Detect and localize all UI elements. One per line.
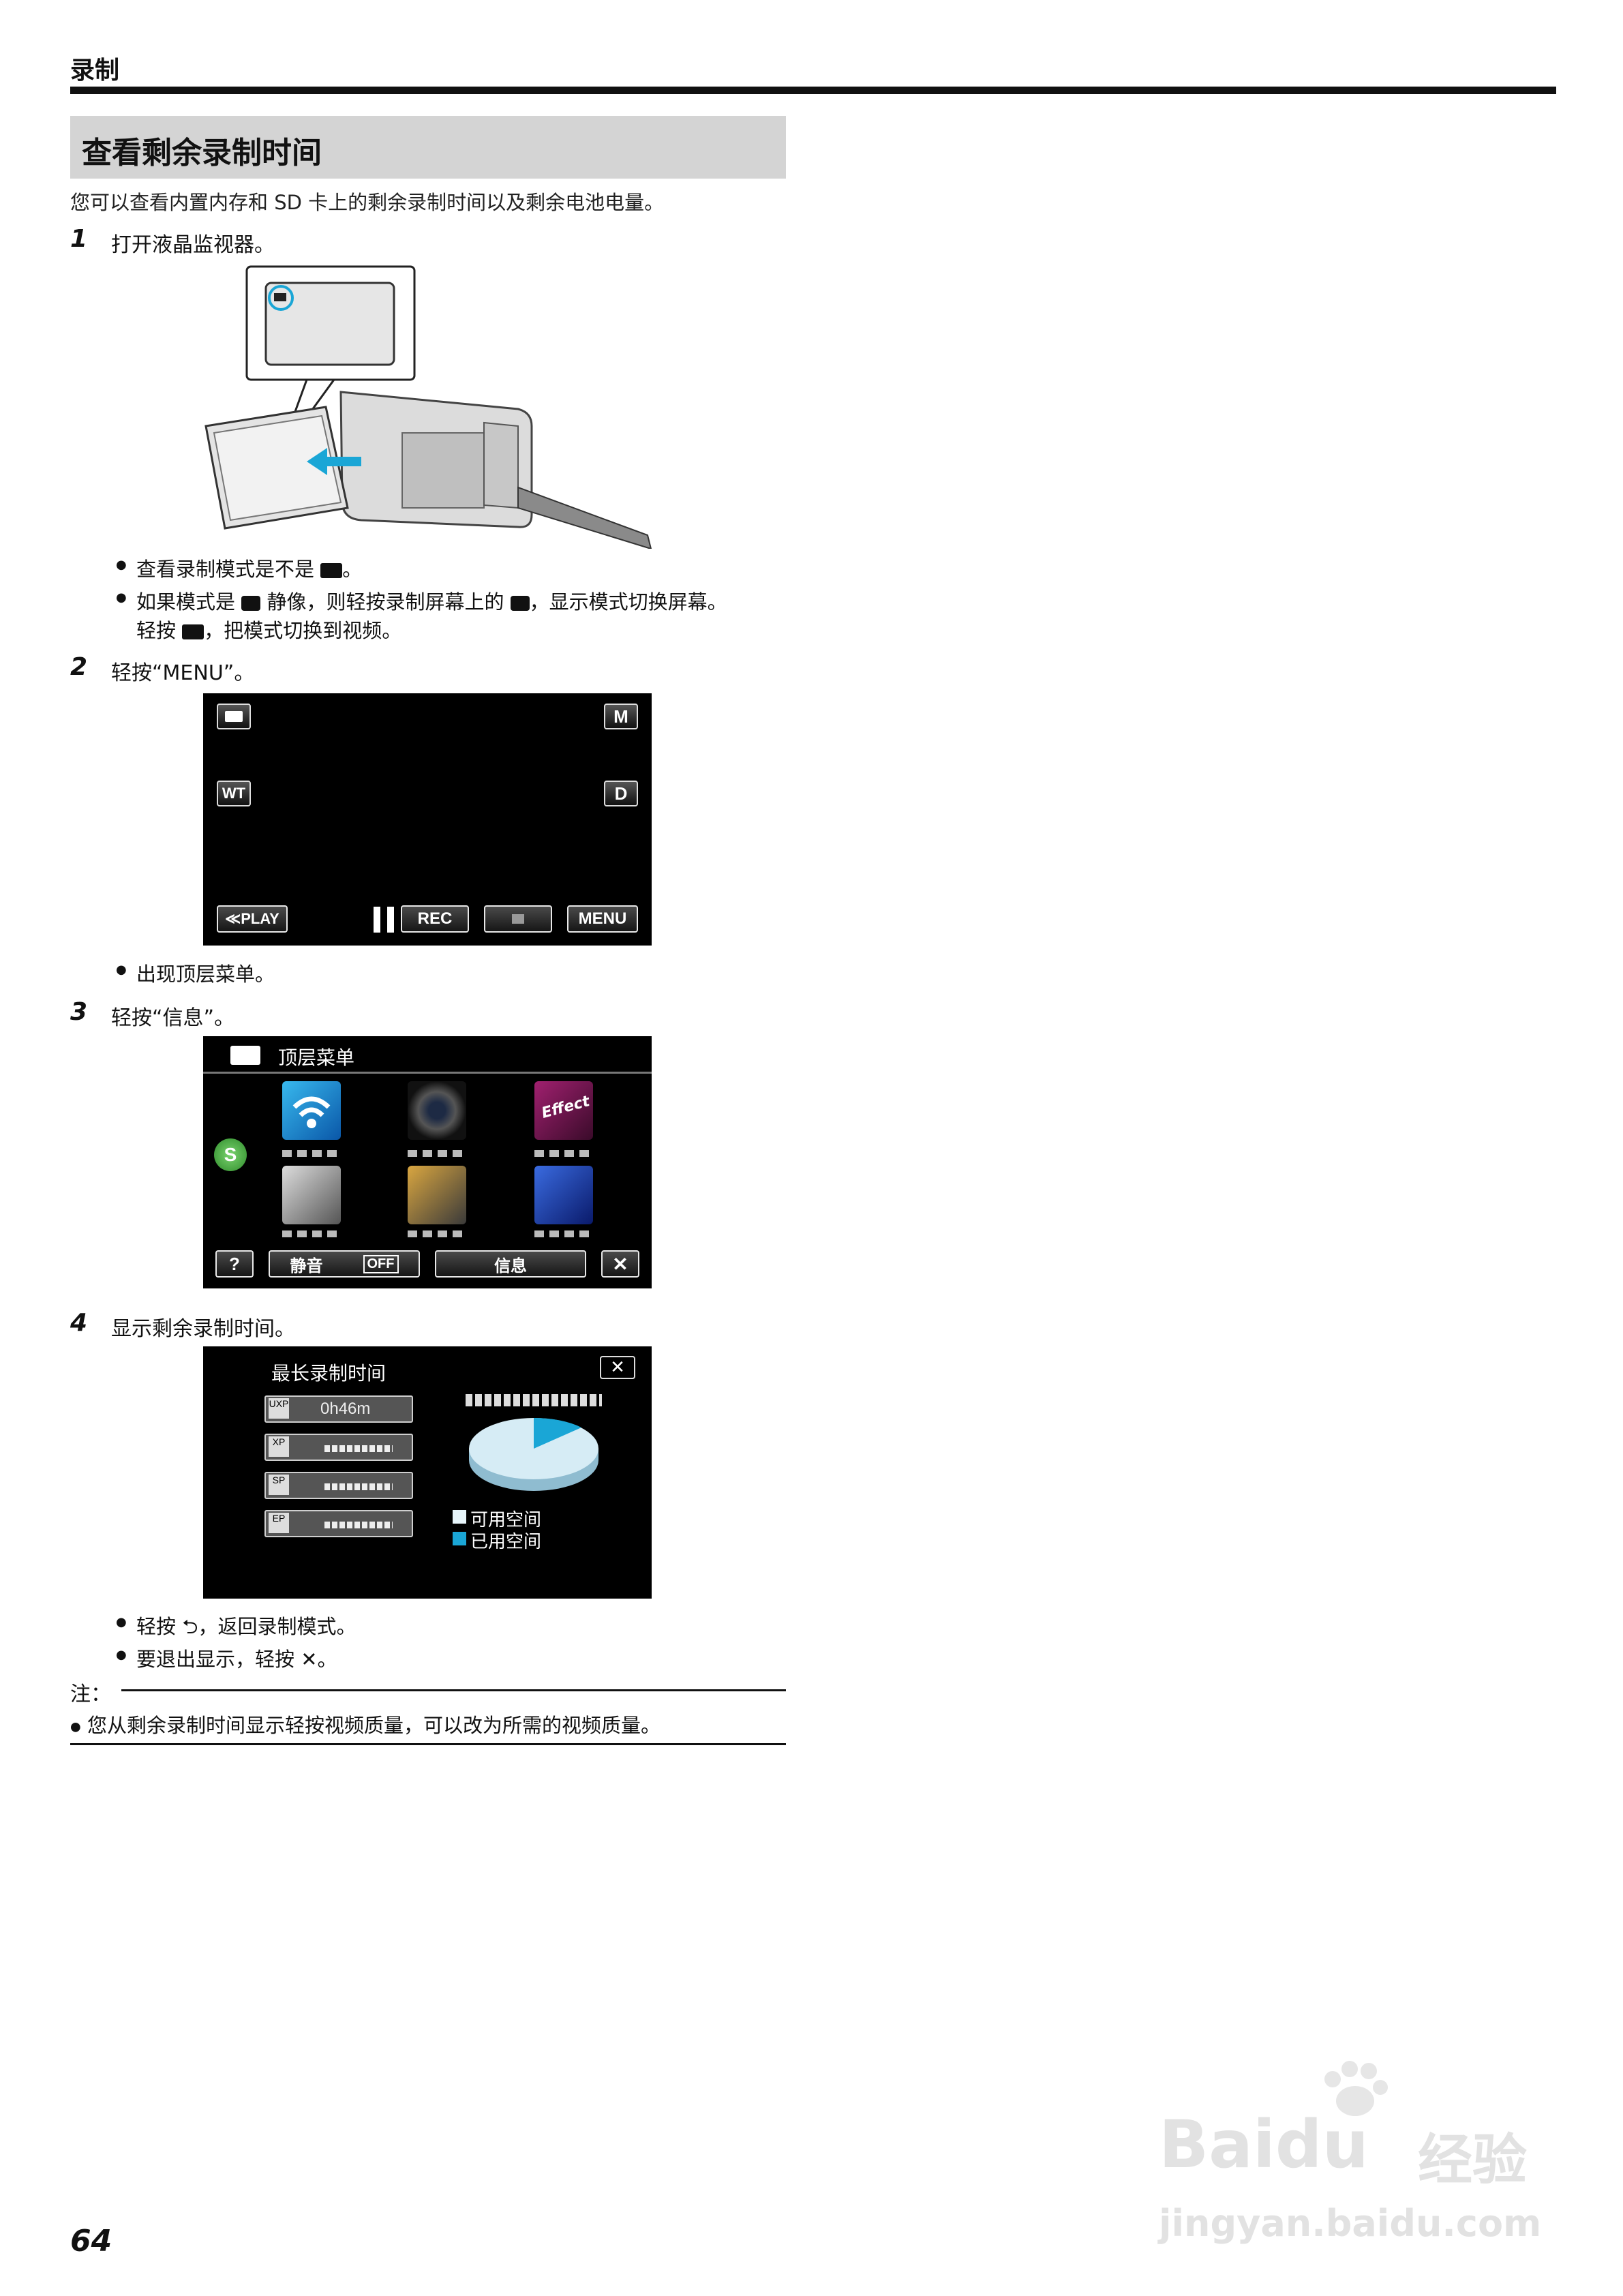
info-screen: 最长录制时间 ✕ UXP 0h46m XP SP EP 可用空间 已用空间 xyxy=(203,1346,652,1599)
record-screen: M WT D ≪PLAY REC MENU xyxy=(203,693,652,946)
rec-button[interactable]: REC xyxy=(401,905,469,933)
step-3-text: 轻按“信息”。 xyxy=(111,1006,235,1030)
mute-button[interactable]: 静音 OFF xyxy=(269,1250,420,1278)
camera-settings-tile[interactable] xyxy=(408,1081,466,1140)
wifi-tile[interactable] xyxy=(282,1081,341,1140)
video-camera-icon xyxy=(225,711,243,722)
quality-time-blurred xyxy=(324,1483,393,1490)
step-2-number: 2 xyxy=(70,653,88,681)
intro-text: 您可以查看内置内存和 SD 卡上的剩余录制时间以及剩余电池电量。 xyxy=(70,191,665,214)
video-mode-icon xyxy=(182,624,204,639)
legend-used-swatch xyxy=(453,1532,466,1545)
watermark-url: jingyan.baidu.com xyxy=(1159,2202,1542,2245)
mute-label: 静音 xyxy=(290,1256,323,1275)
quality-row-sp[interactable]: SP xyxy=(264,1472,413,1499)
step-4-bullet-2: 要退出显示，轻按 ✕。 xyxy=(116,1644,337,1672)
watermark-brand: Baidu xyxy=(1159,2106,1369,2183)
note-text: ● 您从剩余录制时间显示轻按视频质量，可以改为所需的视频质量。 xyxy=(70,1714,661,1737)
sd-tile[interactable] xyxy=(534,1166,593,1224)
quality-tag: SP xyxy=(269,1475,289,1495)
effect-label: Effect xyxy=(539,1093,592,1122)
legend-available-swatch xyxy=(453,1510,466,1524)
step-1-bullet-2-cont: 轻按 ，把模式切换到视频。 xyxy=(136,619,402,642)
play-button[interactable]: ≪PLAY xyxy=(217,905,288,933)
quality-row-ep[interactable]: EP xyxy=(264,1510,413,1537)
note-rule-bottom xyxy=(70,1743,786,1745)
quality-tag: XP xyxy=(269,1436,289,1457)
close-button[interactable]: ✕ xyxy=(601,1250,639,1278)
pause-icon xyxy=(374,907,394,933)
storage-pie-chart xyxy=(469,1417,598,1491)
quality-row-xp[interactable]: XP xyxy=(264,1434,413,1461)
step-4-number: 4 xyxy=(70,1309,88,1337)
info-title: 最长录制时间 xyxy=(271,1362,386,1385)
legend-used: 已用空间 xyxy=(470,1532,542,1552)
setup-tile[interactable] xyxy=(282,1166,341,1224)
quality-time-blurred xyxy=(324,1445,393,1452)
section-header: 录制 xyxy=(70,57,120,85)
watermark-cn: 经验 xyxy=(1418,2128,1527,2192)
step-1-bullet-1: 查看录制模式是不是 。 xyxy=(116,554,362,582)
mute-state: OFF xyxy=(363,1254,399,1273)
header-rule xyxy=(70,87,1556,94)
quality-time: 0h46m xyxy=(320,1400,371,1418)
help-button[interactable]: ? xyxy=(215,1250,254,1278)
step-1-number: 1 xyxy=(70,225,88,253)
video-camera-icon xyxy=(230,1046,260,1065)
quality-tag: UXP xyxy=(269,1398,289,1419)
video-mode-icon xyxy=(320,563,343,578)
media-tile[interactable] xyxy=(408,1166,466,1224)
quality-tag: EP xyxy=(269,1513,289,1533)
page-title: 查看剩余录制时间 xyxy=(82,136,322,170)
note-label: 注： xyxy=(70,1682,111,1706)
effect-tile[interactable]: Effect xyxy=(534,1081,593,1140)
shortcut-icon[interactable]: S xyxy=(214,1138,247,1171)
camera-icon xyxy=(241,596,261,611)
page-number: 64 xyxy=(70,2224,112,2259)
manual-mode-button[interactable]: M xyxy=(604,704,638,729)
display-button[interactable]: D xyxy=(604,781,638,806)
note-rule-top xyxy=(121,1689,786,1691)
video-mode-button[interactable] xyxy=(217,704,251,729)
wifi-icon xyxy=(292,1096,331,1128)
media-capacity-blurred xyxy=(466,1394,602,1406)
title-bar xyxy=(70,116,786,179)
step-1-text: 打开液晶监视器。 xyxy=(111,233,275,257)
quality-time-blurred xyxy=(324,1522,393,1528)
info-button[interactable]: 信息 xyxy=(435,1250,586,1278)
info-close-button[interactable]: ✕ xyxy=(600,1356,635,1379)
step-2-text: 轻按“MENU”。 xyxy=(111,661,255,685)
flag-button[interactable] xyxy=(484,905,552,933)
top-menu-screen: 顶层菜单 Effect S ? 静音 OFF 信息 ✕ xyxy=(203,1036,652,1288)
legend-available: 可用空间 xyxy=(470,1510,542,1530)
step-2-bullet: 出现顶层菜单。 xyxy=(116,958,275,987)
menu-button[interactable]: MENU xyxy=(567,905,638,933)
step-4-bullet-1: 轻按 ⮌，返回录制模式。 xyxy=(116,1611,356,1646)
quality-row-uxp[interactable]: UXP 0h46m xyxy=(264,1395,413,1423)
flag-icon xyxy=(512,914,524,924)
baidu-watermark: Baidu 经验 jingyan.baidu.com xyxy=(1159,2059,1541,2250)
paw-icon xyxy=(1324,2061,1388,2116)
menu-title: 顶层菜单 xyxy=(278,1046,355,1069)
zoom-wt-button[interactable]: WT xyxy=(217,781,251,806)
step-1-bullet-2: 如果模式是 静像，则轻按录制屏幕上的 ，显示模式切换屏幕。 xyxy=(116,586,727,615)
step-4-text: 显示剩余录制时间。 xyxy=(111,1317,295,1341)
camcorder-illustration xyxy=(204,265,652,549)
camera-icon xyxy=(510,596,530,611)
step-3-number: 3 xyxy=(70,998,88,1026)
